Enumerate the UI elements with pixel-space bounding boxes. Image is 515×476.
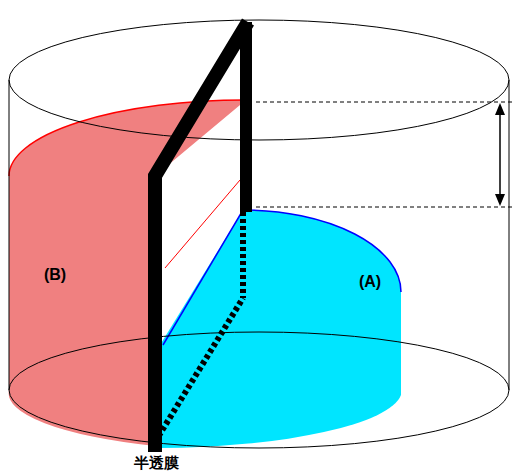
liquid-a	[160, 210, 401, 448]
region-label: (B)	[44, 266, 66, 284]
membrane-hidden	[155, 298, 243, 442]
height-arrow	[499, 112, 501, 197]
membrane-hidden	[240, 212, 246, 298]
arrowhead	[495, 194, 505, 206]
level-line	[256, 102, 515, 103]
level-line	[256, 207, 515, 208]
arrowhead	[495, 103, 505, 115]
cylinder-wall	[9, 80, 10, 390]
liquid-a-edge	[163, 210, 243, 345]
cylinder-bottom	[9, 332, 509, 448]
region-label: (A)	[359, 273, 381, 291]
membrane	[155, 22, 248, 452]
membrane	[240, 22, 252, 212]
liquid-a-surface	[243, 210, 401, 292]
cylinder-top	[9, 20, 509, 140]
cylinder-wall	[509, 80, 510, 390]
part-label: 半透膜	[134, 455, 179, 472]
